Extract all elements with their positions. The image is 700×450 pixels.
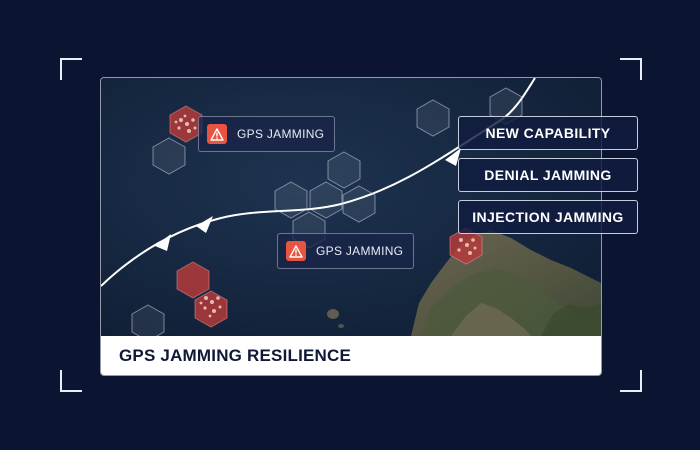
viewfinder-corner-top-left	[60, 58, 82, 80]
path-arrow	[445, 148, 461, 166]
coverage-hex	[274, 181, 308, 219]
path-arrow	[155, 234, 171, 251]
coverage-hex	[327, 151, 361, 189]
warning-icon	[286, 241, 306, 261]
coverage-hex	[342, 185, 376, 223]
injection-jamming-button[interactable]: INJECTION JAMMING	[458, 200, 638, 234]
caption-bar: GPS JAMMING RESILIENCE	[101, 336, 601, 375]
viewfinder-corner-bottom-right	[620, 370, 642, 392]
caption-title: GPS JAMMING RESILIENCE	[119, 345, 352, 365]
path-arrow	[196, 216, 213, 233]
alert-label: GPS JAMMING	[237, 127, 325, 141]
coverage-hex	[152, 137, 186, 175]
gps-jamming-alert[interactable]: GPS JAMMING	[277, 233, 415, 269]
jamming-zone-hex	[176, 261, 210, 299]
island	[327, 309, 339, 319]
jamming-zone-hex	[194, 290, 228, 328]
coverage-hex	[416, 99, 450, 137]
coverage-hex	[131, 304, 165, 336]
warning-icon	[207, 124, 227, 144]
alert-label: GPS JAMMING	[316, 244, 404, 258]
viewfinder-corner-top-right	[620, 58, 642, 80]
gps-jamming-alert[interactable]: GPS JAMMING	[198, 116, 336, 152]
viewfinder-corner-bottom-left	[60, 370, 82, 392]
new-capability-button[interactable]: NEW CAPABILITY	[458, 116, 638, 150]
coverage-hex	[309, 181, 343, 219]
denial-jamming-button[interactable]: DENIAL JAMMING	[458, 158, 638, 192]
